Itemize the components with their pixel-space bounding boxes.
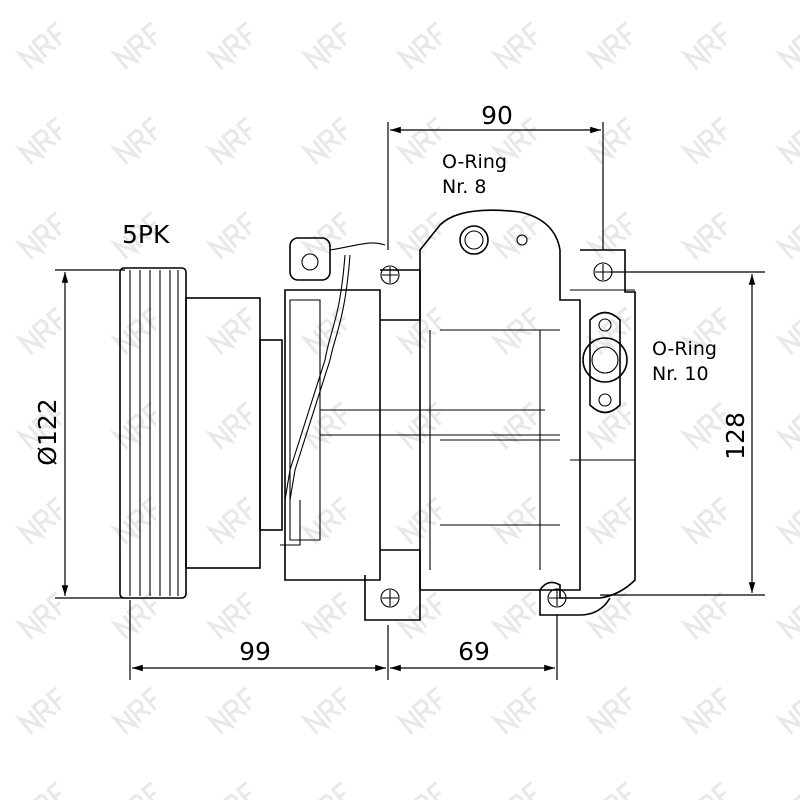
watermark-logo xyxy=(679,496,727,545)
watermark-logo xyxy=(14,781,62,800)
watermark-logo xyxy=(394,211,442,260)
watermark-logo xyxy=(14,306,62,355)
watermark-logo xyxy=(14,496,62,545)
watermark-logo xyxy=(679,211,727,260)
watermark-logo xyxy=(109,686,157,735)
watermark-logo xyxy=(584,116,632,165)
watermark-logo xyxy=(489,591,537,640)
watermark-logo xyxy=(299,591,347,640)
watermark-logo xyxy=(584,686,632,735)
watermark-logo xyxy=(204,686,252,735)
watermark-logo xyxy=(489,686,537,735)
watermark-logo xyxy=(584,781,632,800)
watermark-logo xyxy=(774,781,800,800)
watermark-logo xyxy=(584,211,632,260)
watermark-layer xyxy=(14,21,800,800)
watermark-logo xyxy=(299,781,347,800)
watermark-logo xyxy=(679,686,727,735)
watermark-logo xyxy=(774,116,800,165)
watermark-logo xyxy=(14,686,62,735)
watermark-logo xyxy=(584,21,632,70)
watermark-logo xyxy=(774,496,800,545)
watermark-logo xyxy=(774,306,800,355)
watermark-logo xyxy=(774,591,800,640)
watermark-logo xyxy=(299,116,347,165)
watermark-logo xyxy=(679,21,727,70)
label-5pk: 5PK xyxy=(122,220,170,249)
watermark-logo xyxy=(204,21,252,70)
watermark-logo xyxy=(584,496,632,545)
label-oring-10-line1: O-Ring xyxy=(652,338,717,360)
watermark-logo xyxy=(14,21,62,70)
label-oring-10-line2: Nr. 10 xyxy=(652,363,709,385)
watermark-logo xyxy=(489,496,537,545)
watermark-logo xyxy=(394,591,442,640)
watermark-logo xyxy=(204,781,252,800)
watermark-logo xyxy=(774,211,800,260)
electrical-connector xyxy=(284,237,386,501)
compressor-cylinder xyxy=(320,209,581,591)
label-diameter-122: Ø122 xyxy=(33,398,62,465)
watermark-logo xyxy=(394,686,442,735)
watermark-logo xyxy=(299,21,347,70)
watermark-logo xyxy=(489,401,537,450)
watermark-logo xyxy=(679,401,727,450)
watermark-logo xyxy=(204,591,252,640)
watermark-logo xyxy=(109,496,157,545)
watermark-logo xyxy=(584,401,632,450)
watermark-logo xyxy=(489,211,537,260)
watermark-logo xyxy=(774,686,800,735)
dimension-90 xyxy=(387,122,604,250)
pulley xyxy=(119,267,283,599)
dimension-128 xyxy=(600,271,765,596)
watermark-logo xyxy=(394,496,442,545)
watermark-logo xyxy=(299,401,347,450)
watermark-logo xyxy=(109,211,157,260)
watermark-logo xyxy=(394,21,442,70)
watermark-logo xyxy=(204,306,252,355)
label-128: 128 xyxy=(721,412,750,460)
watermark-logo xyxy=(204,401,252,450)
watermark-logo xyxy=(109,21,157,70)
compressor-front-body xyxy=(280,265,421,621)
watermark-logo xyxy=(679,116,727,165)
watermark-logo xyxy=(774,21,800,70)
watermark-logo xyxy=(394,306,442,355)
watermark-logo xyxy=(204,496,252,545)
watermark-logo xyxy=(299,496,347,545)
label-99: 99 xyxy=(239,637,271,666)
watermark-logo xyxy=(774,401,800,450)
label-oring-8-line2: Nr. 8 xyxy=(442,176,486,198)
watermark-logo xyxy=(14,211,62,260)
dimension-122 xyxy=(55,269,125,599)
label-oring-8-line1: O-Ring xyxy=(442,151,507,173)
label-69: 69 xyxy=(458,637,490,666)
watermark-logo xyxy=(14,591,62,640)
watermark-logo xyxy=(14,401,62,450)
compressor-rear-head xyxy=(539,249,636,616)
watermark-logo xyxy=(679,306,727,355)
watermark-logo xyxy=(109,401,157,450)
watermark-logo xyxy=(679,781,727,800)
watermark-logo xyxy=(489,21,537,70)
watermark-logo xyxy=(394,781,442,800)
watermark-logo xyxy=(299,686,347,735)
watermark-logo xyxy=(204,211,252,260)
dimension-99-69 xyxy=(129,600,558,680)
watermark-logo xyxy=(204,116,252,165)
watermark-logo xyxy=(109,116,157,165)
watermark-logo xyxy=(109,306,157,355)
watermark-logo xyxy=(584,591,632,640)
label-90: 90 xyxy=(481,101,513,130)
watermark-logo xyxy=(679,591,727,640)
watermark-logo xyxy=(489,306,537,355)
watermark-logo xyxy=(489,781,537,800)
watermark-logo xyxy=(109,781,157,800)
watermark-logo xyxy=(299,211,347,260)
watermark-logo xyxy=(14,116,62,165)
watermark-logo xyxy=(299,306,347,355)
watermark-logo xyxy=(109,591,157,640)
